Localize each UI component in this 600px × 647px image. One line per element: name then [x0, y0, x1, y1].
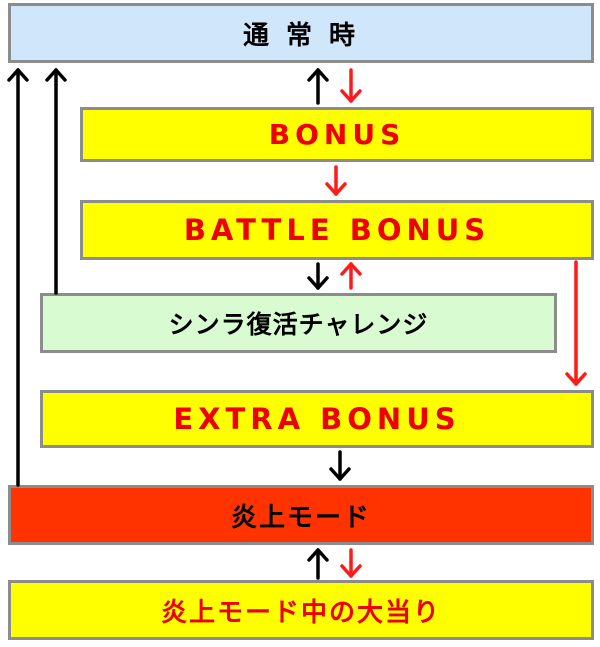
arrow-enjou-to-normal [7, 68, 29, 487]
arrow-challenge-to-normal [45, 68, 67, 295]
normal-state-box: 通 常 時 [8, 3, 594, 63]
bonus-box: BONUS [80, 107, 594, 162]
arrow-normal-to-bonus [340, 68, 362, 103]
arrow-battle-to-challenge [307, 262, 329, 290]
arrow-challenge-to-battle [340, 262, 362, 290]
enjou-jackpot-label: 炎上モード中の大当り [160, 597, 441, 628]
enjou-jackpot-box: 炎上モード中の大当り [8, 580, 594, 640]
normal-state-label: 通 常 時 [242, 20, 360, 51]
extra-bonus-label: EXTRA BONUS [173, 402, 461, 436]
arrow-bonus-to-battle [325, 165, 347, 196]
shinra-challenge-box: シンラ復活チャレンジ [40, 293, 557, 353]
arrow-enjou-to-jackpot [340, 548, 362, 578]
bonus-label: BONUS [268, 118, 406, 151]
arrow-bonus-to-normal [307, 68, 329, 105]
enjou-mode-label: 炎上モード [230, 502, 371, 533]
arrow-battle-to-extra [565, 260, 587, 386]
battle-bonus-box: BATTLE BONUS [80, 200, 594, 260]
battle-bonus-label: BATTLE BONUS [183, 213, 491, 247]
enjou-mode-box: 炎上モード [8, 485, 594, 545]
arrow-jackpot-to-enjou [307, 548, 329, 580]
shinra-challenge-label: シンラ復活チャレンジ [168, 310, 429, 339]
arrow-extra-to-enjou [329, 450, 351, 481]
extra-bonus-box: EXTRA BONUS [40, 390, 594, 448]
